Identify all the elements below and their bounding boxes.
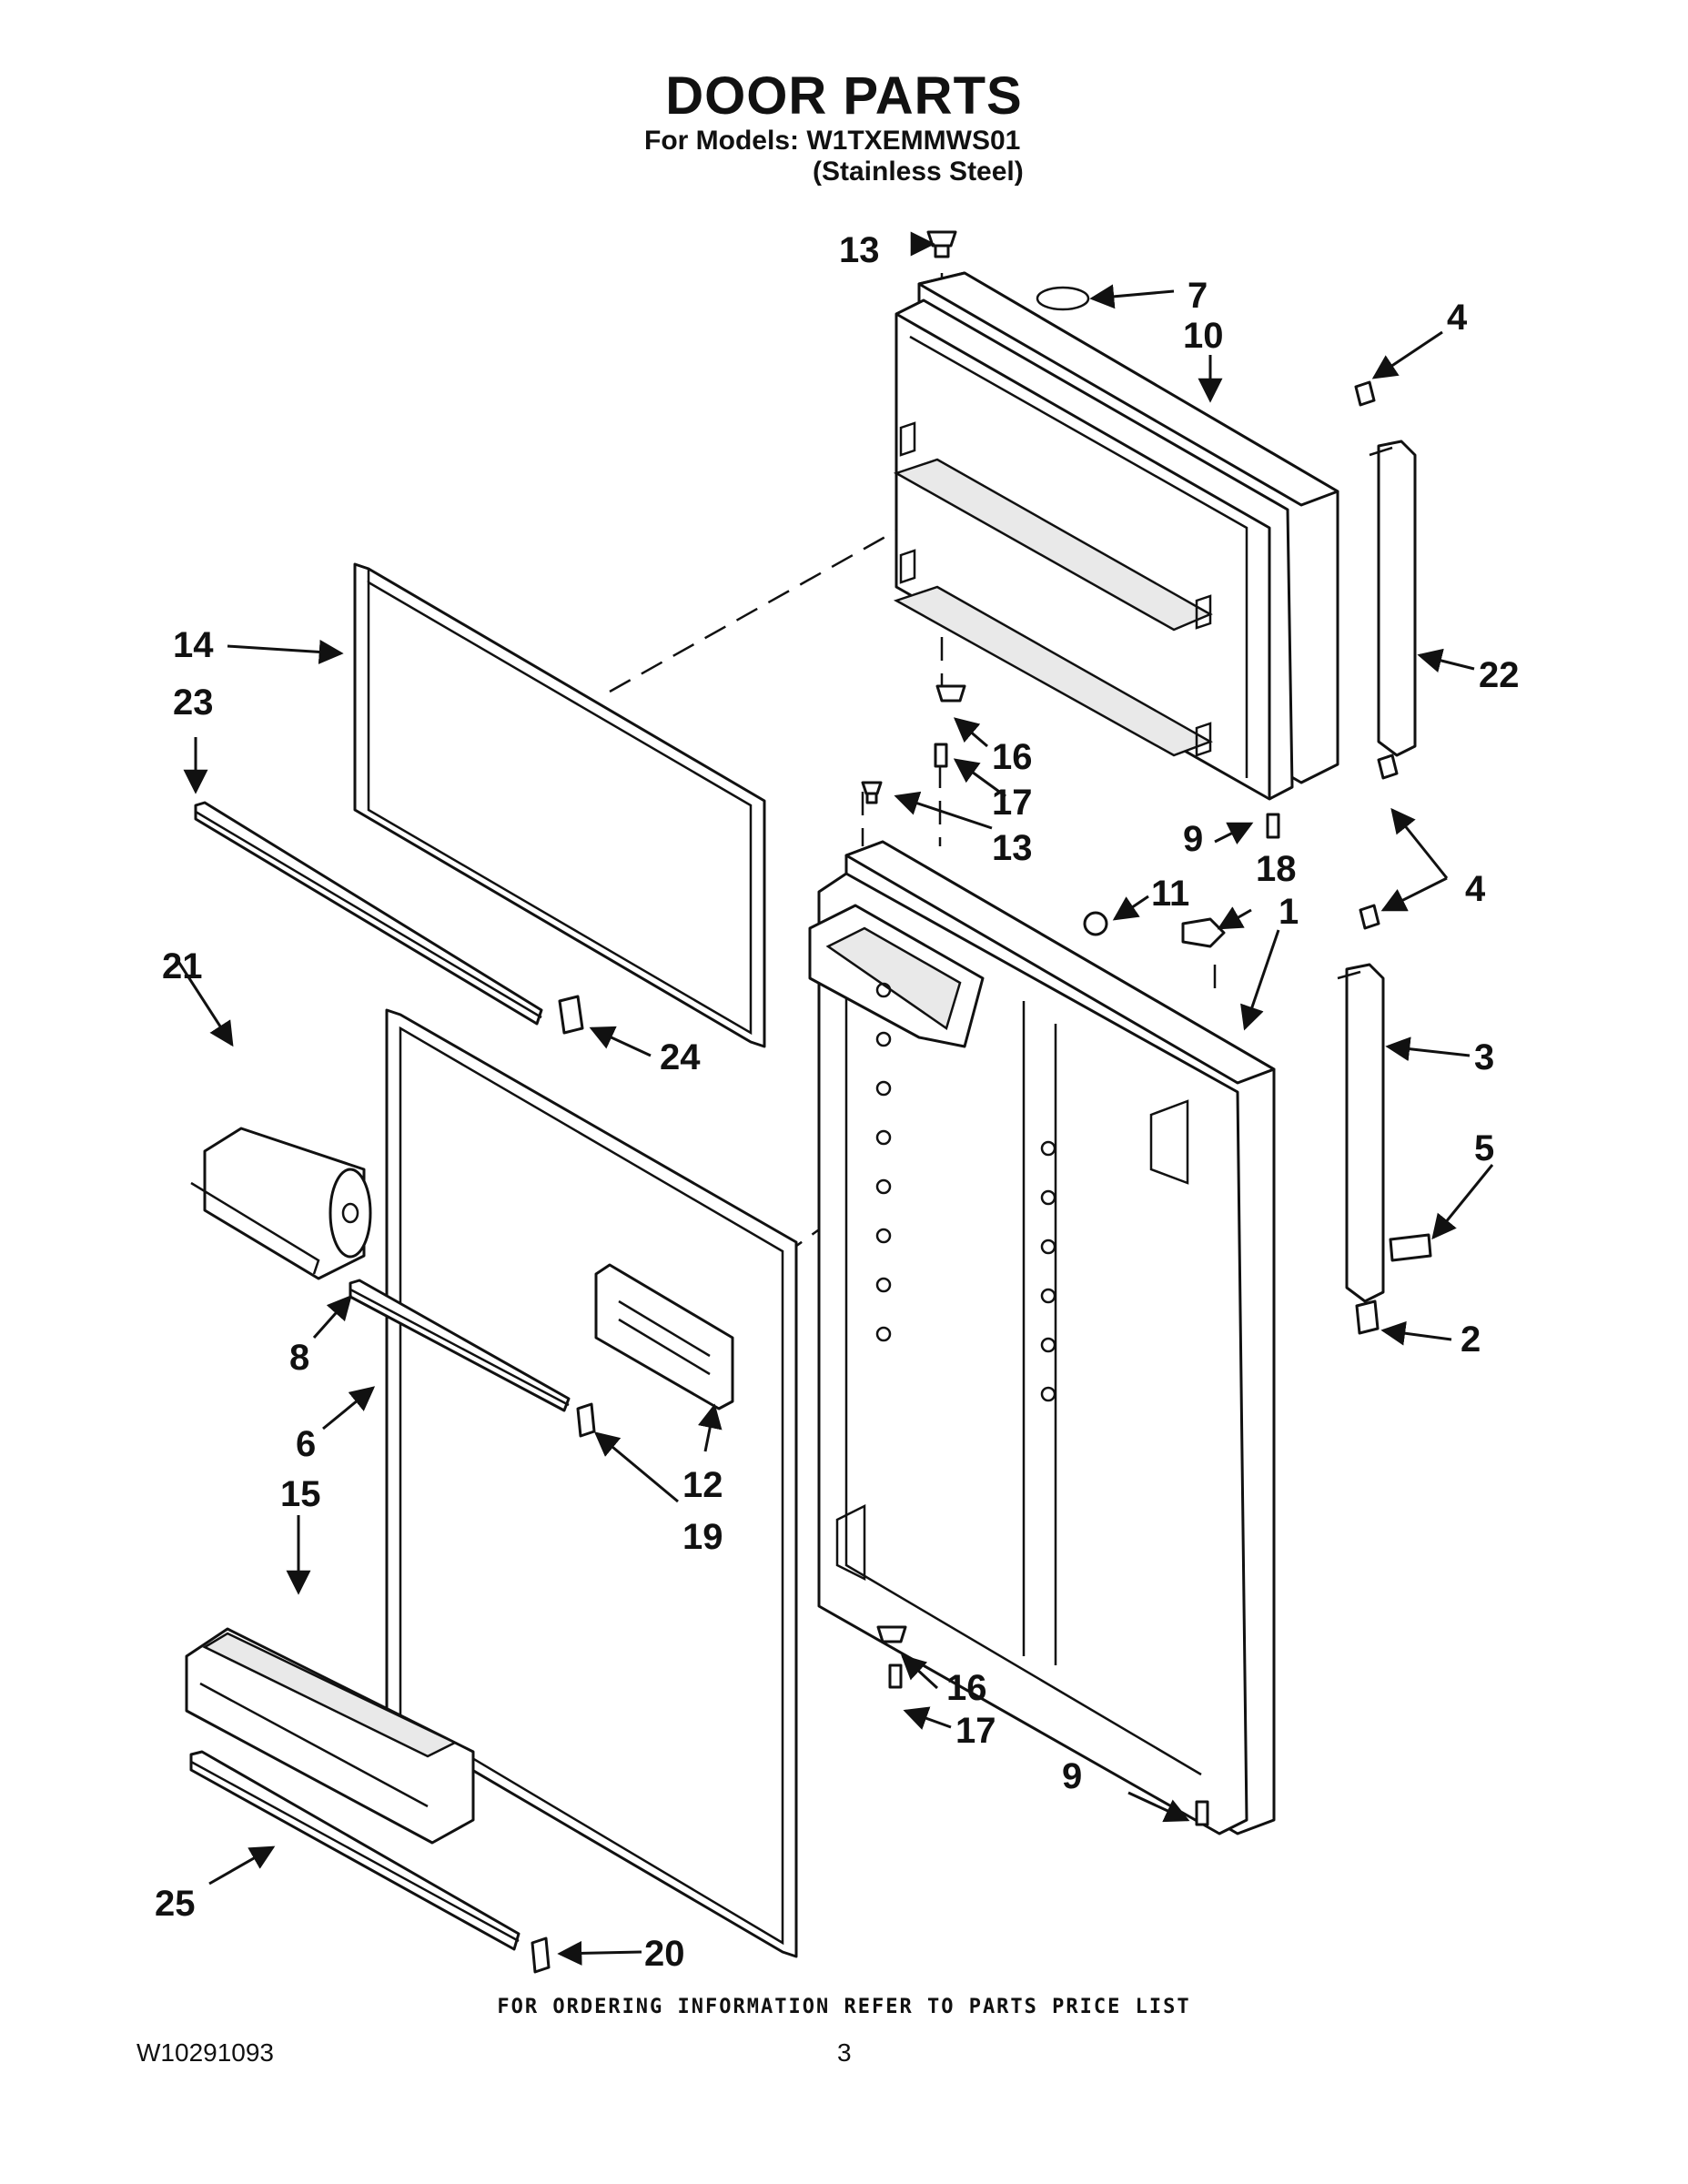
callout-8: 8 bbox=[289, 1338, 309, 1378]
shelf-trim-23 bbox=[194, 801, 584, 1035]
callout-18: 18 bbox=[1256, 849, 1297, 889]
callout-1: 1 bbox=[1279, 892, 1299, 932]
callout-17-bottom: 17 bbox=[955, 1711, 996, 1751]
part-7-plug bbox=[1036, 286, 1090, 311]
callout-17-top: 17 bbox=[992, 783, 1033, 823]
callout-15: 15 bbox=[280, 1474, 321, 1514]
shelf-trim-25 bbox=[189, 1750, 551, 1974]
finish-line: (Stainless Steel) bbox=[813, 157, 1024, 187]
callout-6: 6 bbox=[296, 1424, 316, 1464]
callout-10: 10 bbox=[1183, 316, 1224, 356]
callout-21: 21 bbox=[162, 946, 203, 986]
fresh-food-door-liner bbox=[808, 840, 1276, 1835]
callout-4-top: 4 bbox=[1447, 298, 1468, 338]
freezer-door-handle-22 bbox=[1369, 440, 1417, 757]
callout-25: 25 bbox=[155, 1884, 196, 1924]
freezer-door-gasket bbox=[353, 562, 766, 1048]
callout-12: 12 bbox=[682, 1465, 723, 1505]
callout-16-top: 16 bbox=[992, 737, 1033, 777]
callout-9-top: 9 bbox=[1183, 819, 1203, 859]
door-bin bbox=[185, 1627, 475, 1845]
callout-leaders bbox=[176, 231, 1494, 1966]
end-cap-19 bbox=[576, 1402, 596, 1438]
callout-7: 7 bbox=[1188, 276, 1208, 316]
document-number: W10291093 bbox=[136, 2038, 275, 2067]
callout-16-bottom: 16 bbox=[946, 1668, 987, 1708]
ordering-note: FOR ORDERING INFORMATION REFER TO PARTS … bbox=[497, 1996, 1191, 2018]
fresh-food-handle-3 bbox=[1337, 963, 1385, 1303]
shelf-trim-8 bbox=[349, 1279, 596, 1438]
end-cap-20 bbox=[531, 1936, 551, 1974]
page-number: 3 bbox=[837, 2038, 852, 2067]
cover-12 bbox=[594, 1263, 734, 1410]
dairy-compartment-door bbox=[190, 1127, 372, 1280]
callout-9-bottom: 9 bbox=[1062, 1756, 1082, 1796]
callout-23: 23 bbox=[173, 682, 214, 723]
models-line: For Models: W1TXEMMWS01 bbox=[644, 126, 1021, 156]
callout-2: 2 bbox=[1461, 1320, 1481, 1360]
hardware-parts bbox=[861, 230, 1432, 1826]
callout-19: 19 bbox=[682, 1517, 723, 1557]
callout-14: 14 bbox=[173, 625, 214, 665]
callout-numbers: 13 7 10 4 22 14 23 16 17 9 13 11 18 1 4 … bbox=[155, 230, 1520, 1974]
freezer-door-liner bbox=[893, 271, 1339, 801]
callout-22: 22 bbox=[1479, 655, 1520, 695]
callout-20: 20 bbox=[644, 1934, 685, 1974]
liner-rack-holes bbox=[875, 982, 1056, 1402]
callout-3: 3 bbox=[1474, 1037, 1494, 1077]
callout-13-top: 13 bbox=[839, 230, 880, 270]
page-title: DOOR PARTS bbox=[665, 66, 1023, 126]
end-cap-24 bbox=[558, 995, 584, 1035]
callout-4-mid: 4 bbox=[1465, 869, 1486, 909]
callout-13-mid: 13 bbox=[992, 828, 1033, 868]
callout-11: 11 bbox=[1151, 874, 1189, 914]
callout-24: 24 bbox=[660, 1037, 701, 1077]
callout-5: 5 bbox=[1474, 1128, 1494, 1168]
fresh-food-door-gasket bbox=[385, 1008, 798, 1958]
